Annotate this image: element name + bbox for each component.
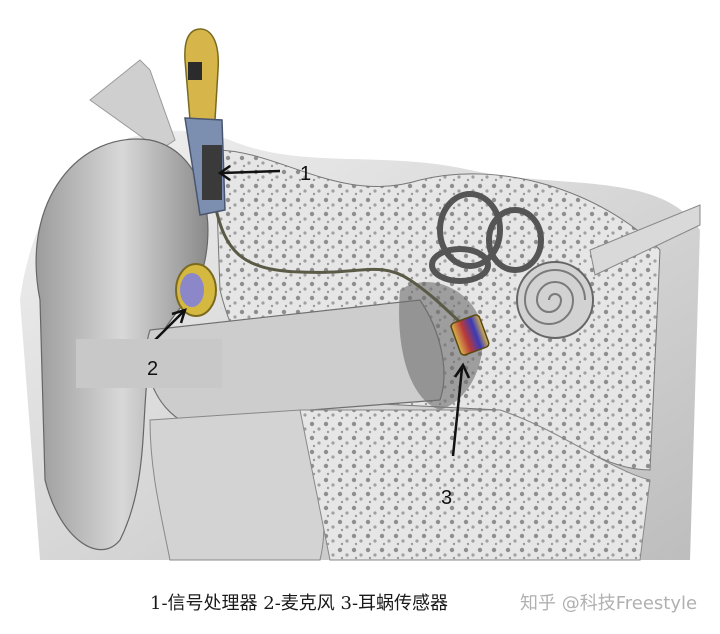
cochlea (516, 261, 594, 339)
lower-bone (299, 409, 651, 561)
watermark: 知乎 @科技Freestyle (520, 593, 698, 614)
cochlear-sensor-number: 3 (441, 487, 452, 509)
cochlear-sensor-device (450, 314, 490, 356)
hair (89, 59, 176, 151)
microphone-number: 2 (147, 358, 158, 380)
figure-caption: 1-信号处理器 2-麦克风 3-耳蜗传感器 (150, 593, 449, 614)
lower-tissue (149, 409, 325, 561)
auditory-nerve (589, 204, 701, 276)
signal-processor-device (184, 28, 226, 216)
microphone-device (175, 263, 217, 317)
semicircular-canals (429, 191, 544, 284)
implant-lead-wire (213, 204, 471, 332)
signal-processor-number: 1 (300, 163, 311, 185)
microphone-label-box (76, 339, 222, 388)
